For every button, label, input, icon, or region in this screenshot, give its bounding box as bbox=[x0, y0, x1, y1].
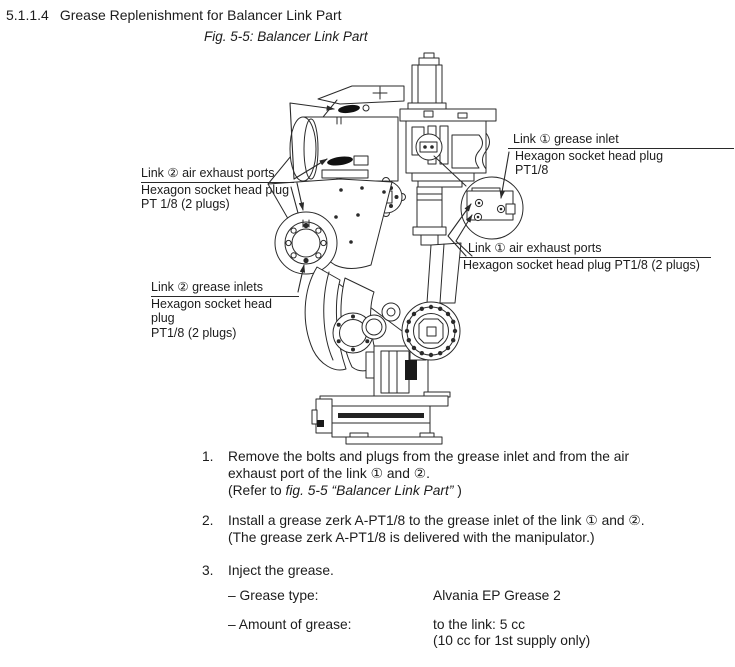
flange-ring bbox=[274, 211, 338, 275]
step-line: (Refer to fig. 5-5 “Balancer Link Part” … bbox=[228, 482, 629, 499]
step-line: (The grease zerk A-PT1/8 is delivered wi… bbox=[228, 530, 595, 545]
callout-title: Link ② grease inlets bbox=[151, 280, 299, 297]
step-number: 2. bbox=[202, 513, 214, 528]
step-line: exhaust port of the link ① and ②. bbox=[228, 466, 430, 481]
step-line: Install a grease zerk A-PT1/8 to the gre… bbox=[228, 513, 645, 528]
section-number: 5.1.1.4 bbox=[6, 7, 49, 23]
refer-prefix: (Refer to bbox=[228, 483, 286, 498]
callout-link1-grease-inlet: Link ① grease inlet Hexagon socket head … bbox=[508, 132, 734, 178]
step-number: 1. bbox=[202, 449, 214, 464]
callout-link2-air-exhaust: Link ② air exhaust ports Hexagon socket … bbox=[141, 166, 294, 212]
step-2: 2. Install a grease zerk A-PT1/8 to the … bbox=[202, 512, 645, 546]
grease-type-label: – Grease type: bbox=[228, 588, 319, 603]
section-heading: 5.1.1.4 Grease Replenishment for Balance… bbox=[6, 7, 342, 23]
callout-detail: Hexagon socket head plug bbox=[515, 148, 664, 163]
callout-title: Link ① grease inlet bbox=[508, 132, 734, 149]
base-platform bbox=[311, 391, 451, 445]
grease-amount-label: – Amount of grease: bbox=[228, 617, 352, 632]
lower-assembly bbox=[304, 242, 462, 445]
callout-title: Link ① air exhaust ports bbox=[460, 241, 711, 258]
grease-type-value: Alvania EP Grease 2 bbox=[433, 588, 561, 603]
refer-italic: fig. 5-5 “Balancer Link Part” bbox=[285, 483, 454, 498]
detail-bubble bbox=[433, 155, 524, 240]
callout-detail: PT 1/8 (2 plugs) bbox=[141, 197, 230, 211]
callout-detail: Hexagon socket head plug bbox=[141, 182, 290, 197]
callout-detail: PT1/8 bbox=[515, 163, 549, 177]
balancer-cylinder bbox=[267, 99, 399, 185]
callout-detail: PT1/8 (2 plugs) bbox=[151, 325, 237, 340]
leader-lines bbox=[289, 102, 510, 293]
step-text: Remove the bolts and plugs from the grea… bbox=[228, 448, 629, 499]
callout-link2-grease-inlets: Link ② grease inlets Hexagon socket head… bbox=[151, 280, 299, 340]
amount-line: (10 cc for 1st supply only) bbox=[433, 633, 591, 648]
step-line: Remove the bolts and plugs from the grea… bbox=[228, 449, 630, 464]
section-title: Grease Replenishment for Balancer Link P… bbox=[59, 7, 342, 23]
callout-detail: Hexagon socket head plug PT1/8 (2 plugs) bbox=[463, 257, 700, 272]
step-text: Install a grease zerk A-PT1/8 to the gre… bbox=[228, 512, 645, 546]
callout-link1-air-exhaust: Link ① air exhaust ports Hexagon socket … bbox=[460, 241, 711, 272]
step-3: 3. Inject the grease. bbox=[202, 562, 334, 579]
step-number: 3. bbox=[202, 563, 214, 578]
figure-caption: Fig. 5-5: Balancer Link Part bbox=[204, 29, 368, 44]
refer-suffix: ) bbox=[453, 483, 462, 498]
amount-line: to the link: 5 cc bbox=[433, 617, 526, 632]
callout-title: Link ② air exhaust ports bbox=[141, 166, 294, 183]
step-1: 1. Remove the bolts and plugs from the g… bbox=[202, 448, 629, 499]
ring-gear bbox=[401, 301, 461, 361]
grease-amount-value: to the link: 5 cc (10 cc for 1st supply … bbox=[433, 617, 590, 649]
upper-assembly bbox=[317, 52, 497, 246]
callout-detail: Hexagon socket head plug bbox=[151, 296, 272, 326]
detail-callout-circle bbox=[415, 133, 443, 161]
step-text: Inject the grease. bbox=[228, 563, 334, 578]
